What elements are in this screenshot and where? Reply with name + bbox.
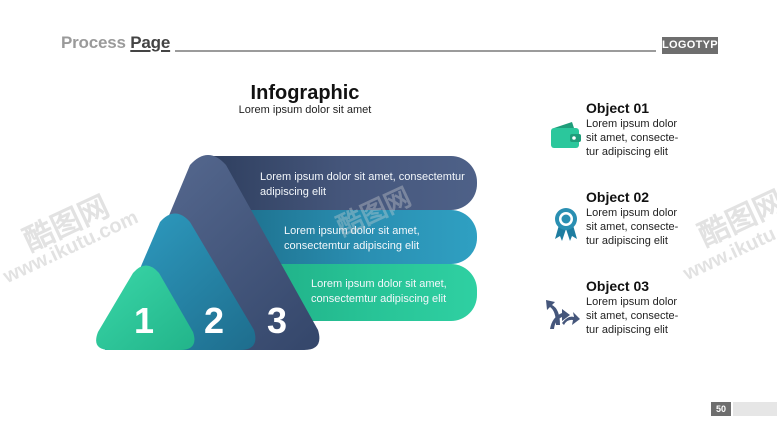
object-02-text: Lorem ipsum dolor sit amet, consecte-tur… bbox=[586, 207, 679, 247]
infographic-subtitle: Lorem ipsum dolor sit amet bbox=[238, 104, 372, 116]
step-band-3 bbox=[210, 156, 477, 210]
object-03-text: Lorem ipsum dolor sit amet, consecte-tur… bbox=[586, 296, 679, 336]
object-03-title: Object 03 bbox=[586, 278, 650, 294]
step-text-1: Lorem ipsum dolor sit amet, consectemtur… bbox=[311, 278, 447, 305]
page-number: 50 bbox=[711, 402, 731, 416]
object-01-text: Lorem ipsum dolor sit amet, consecte-tur… bbox=[586, 118, 679, 158]
infographic-title: Infographic bbox=[250, 82, 360, 104]
title-prefix: Process bbox=[61, 33, 131, 52]
award-badge-icon bbox=[555, 208, 577, 241]
triangle-1 bbox=[96, 265, 195, 350]
step-text-3: Lorem ipsum dolor sit amet, consectemtur… bbox=[260, 171, 465, 198]
page-title: Process Page bbox=[61, 33, 170, 53]
branching-arrows-icon bbox=[546, 300, 580, 329]
object-01-title: Object 01 bbox=[586, 100, 650, 116]
logotype-badge: LOGOTYPE bbox=[662, 37, 725, 54]
step-text-2: Lorem ipsum dolor sit amet, consectemtur… bbox=[284, 225, 420, 252]
title-highlight: Page bbox=[130, 33, 171, 52]
step-number-1: 1 bbox=[133, 300, 155, 341]
object-02-title: Object 02 bbox=[586, 189, 650, 205]
wallet-icon bbox=[551, 122, 581, 148]
step-number-2: 2 bbox=[203, 300, 225, 341]
footer-bar bbox=[733, 402, 777, 416]
header-divider bbox=[175, 50, 656, 52]
step-number-3: 3 bbox=[266, 300, 288, 341]
